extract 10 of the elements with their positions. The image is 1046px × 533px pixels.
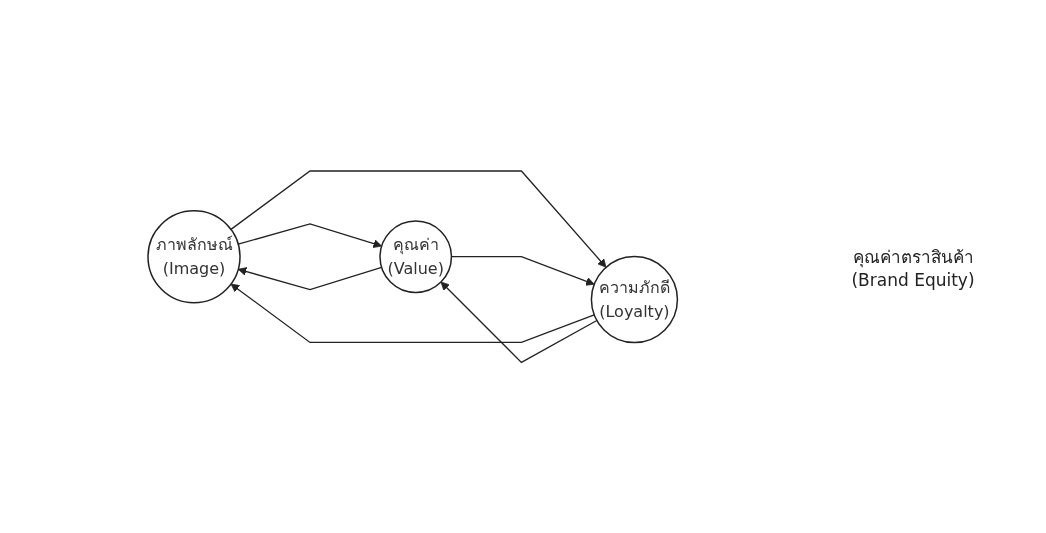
arrow	[238, 266, 383, 291]
center-label: คุณค่าตราสินค้า (Brand Equity)	[850, 246, 976, 290]
arrow	[237, 222, 383, 248]
node-circle: ภาพลักษณ์ (Image)	[147, 209, 242, 304]
arrow	[230, 170, 607, 268]
node-circle: คุณค่า (Value)	[379, 220, 453, 293]
arrow	[451, 255, 595, 286]
node-circle: ความภักดี (Loyalty)	[590, 255, 679, 344]
arrow	[440, 281, 598, 363]
arrow	[230, 283, 596, 343]
